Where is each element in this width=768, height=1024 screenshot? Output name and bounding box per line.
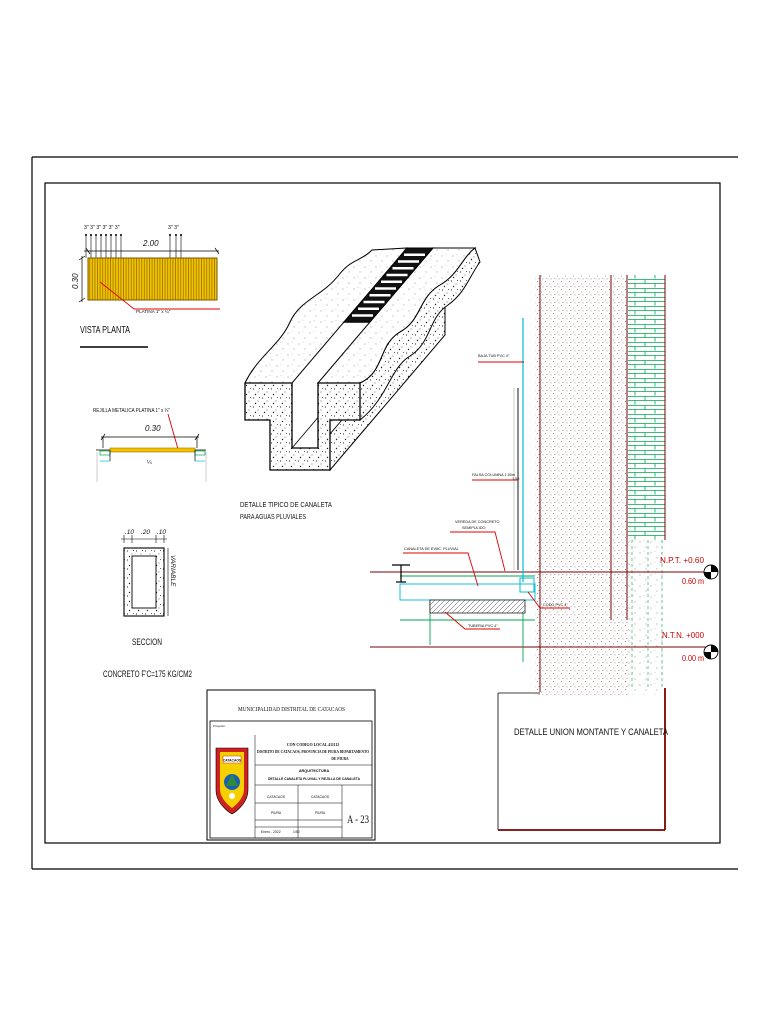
npt-level-name: N.P.T. +0.60 (660, 555, 704, 565)
district-value-2: CATACAOS (311, 795, 330, 799)
channel-leader (403, 552, 479, 587)
channel-label: CANALETA DE EVAC. PLUVIAL (404, 547, 459, 551)
pvc-elbow (519, 577, 535, 593)
section-dim-center: .20 (141, 529, 150, 536)
discipline: ARQUITECTURA (299, 769, 330, 773)
code-line: CON CODIGO LOCAL 411112 (287, 743, 339, 747)
column-wall (535, 275, 628, 695)
platina-label: PLATINA 1" x ¼" (136, 309, 171, 314)
downpipe-label: BAJA TUB PVC 4" (478, 354, 510, 358)
location-line2: DE PIURA (331, 757, 349, 761)
plan-view: 3" 3" 3" 3" 3" 3" 3" 3" 2.00 0.30 PLATIN… (71, 225, 220, 348)
grating-slots (352, 253, 425, 317)
section-title: SECCION (132, 637, 162, 648)
isometric-channel: DETALLE TIPICO DE CANALETA PARA AGUAS PL… (240, 246, 481, 521)
brick-wall (628, 275, 665, 540)
channel-front-section (244, 382, 361, 471)
ntn-level-marker (703, 644, 719, 660)
bar-marker-dots (85, 234, 182, 236)
npt-level-value: 0.60 m (682, 577, 704, 586)
plan-grating (87, 257, 218, 301)
district-value-1: CATACAOS (267, 795, 286, 799)
bar-markers (85, 234, 182, 258)
section-dim-left: .10 (125, 529, 134, 536)
bar-spacing-left: 3" 3" 3" 3" 3" 3" (84, 225, 120, 231)
isometric-title-line2: PARA AGUAS PLUVIALES (240, 512, 306, 521)
grate-thickness: ¼ (147, 460, 152, 466)
sidewalk-leader (450, 531, 506, 572)
title-block: MUNICIPALIDAD DISTRITAL DE CATACAOS Proy… (206, 689, 376, 841)
elbow-label: CODO PVC 4" (543, 603, 568, 607)
channel-gutter (399, 583, 536, 601)
left-slab-top (244, 247, 409, 384)
location-line1: DISTRITO DE CATACAOS, PROVINCIA DE PIURA… (257, 750, 369, 754)
wall-base-dashes (631, 540, 663, 690)
sheet-number: A - 23 (347, 812, 369, 826)
grate-profile-label: REJILLA METALICA PLATINA 1" x ¼" (93, 408, 170, 414)
grate-width-dimension-line (100, 433, 200, 448)
isometric-title-line1: DETALLE TIPICO DE CANALETA (240, 500, 332, 509)
union-detail: BAJA TUB PVC 4" FALSA COLUMNA 1.50m 1.50… (370, 275, 719, 831)
channel-section: .10 .20 .10 VARIABLE SECCION CONCRETO F'… (103, 529, 192, 679)
grate-width-dimension: 0.30 (145, 424, 161, 433)
channel-grating (342, 247, 435, 323)
elbow-leader (527, 591, 570, 609)
ntn-level-value: 0.00 m (682, 654, 704, 663)
province-value-2: PIURA (315, 811, 326, 815)
section-width-dimensions (121, 535, 167, 543)
grate-profile-leader (167, 413, 179, 450)
plan-title: VISTA PLANTA (80, 325, 130, 336)
title-block-grid (254, 735, 372, 838)
wall-edges (539, 275, 666, 692)
entity-name: MUNICIPALIDAD DISTRITAL DE CATACAOS (238, 706, 345, 713)
grate-profile: REJILLA METALICA PLATINA 1" x ¼" 0.30 ¼ (93, 408, 207, 482)
section-height-label: VARIABLE (169, 555, 176, 587)
depth-dimension-line (78, 255, 86, 303)
section-channel-opening (131, 555, 157, 609)
union-detail-title: DETALLE UNION MONTANTE Y CANALETA (514, 727, 669, 738)
province-value-1: PIURA (271, 811, 282, 815)
ntn-level-name: N.T.N. +000 (662, 630, 704, 640)
false-column-label: FALSA COLUMNA 1.50m (472, 473, 515, 477)
sheet-frame (31, 156, 738, 870)
section-dim-right: .10 (157, 529, 166, 536)
concrete-spec: CONCRETO F'C=175 KG/CM2 (103, 669, 192, 679)
sidewalk-label-line1: VEREDA DE CONCRETO (455, 520, 499, 524)
drawing-scale: 1/50 (293, 830, 300, 834)
npt-level-marker (703, 564, 719, 580)
bar-spacing-right: 3" 3" (168, 225, 179, 231)
crest-label: CATACAOS (223, 759, 242, 763)
pvc-pipe (429, 599, 526, 614)
project-caption: Proyecto: (213, 724, 226, 728)
grate-bar (109, 447, 196, 453)
pipe-leader (444, 611, 500, 630)
width-dimension-line (84, 247, 220, 255)
channel-edge-marks (392, 564, 410, 583)
wall-base (628, 540, 665, 695)
pipe-label: TUBERIA PVC 4" (468, 624, 498, 628)
plan-width-dimension: 2.00 (142, 239, 159, 248)
sheet-title: DETALLE CANALETA PLUVIAL Y REJILLA DE CA… (268, 777, 361, 781)
false-column-height: 1.50 (512, 477, 519, 481)
plan-depth-dimension: 0.30 (71, 273, 80, 289)
right-slab-side-face (359, 247, 481, 422)
municipal-crest: CATACAOS (215, 747, 249, 815)
platina-leader (99, 281, 220, 310)
sidewalk-label-line2: SEMIPULIDO (462, 526, 485, 530)
issue-date: Enero - 2022 (261, 830, 281, 834)
